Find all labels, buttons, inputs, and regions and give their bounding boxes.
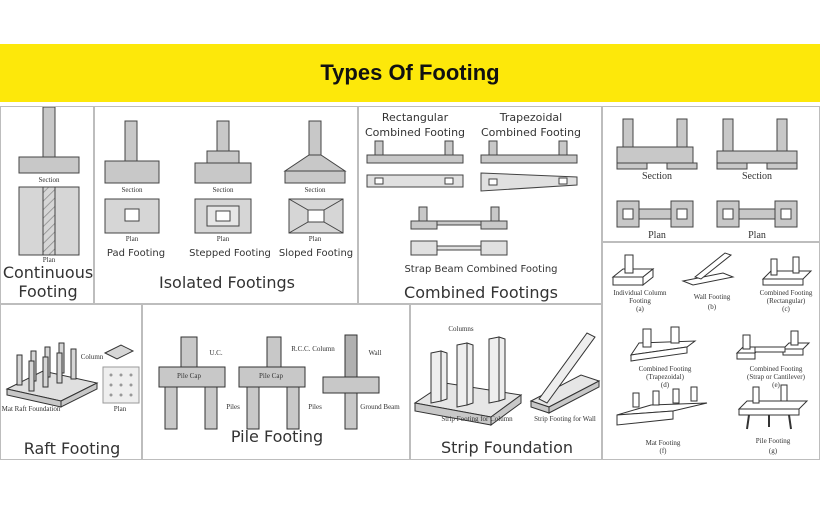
- pile-uc-label: U.C.: [209, 349, 223, 357]
- continuous-caption-line2: Footing: [18, 282, 78, 301]
- type-d-tag: (d): [660, 381, 670, 389]
- raft-footing-panel: Column Mat Raft Foundation Plan Raft Foo…: [0, 304, 142, 460]
- raft-plan-label: Plan: [113, 405, 127, 413]
- type-g-line1: Pile Footing: [755, 437, 791, 445]
- page-title: Types Of Footing: [320, 60, 500, 85]
- footing-types-grid-drawing: [611, 252, 813, 430]
- stepped-footing-name: Stepped Footing: [189, 248, 271, 259]
- footing-types-grid-panel: Individual Column Footing (a) Wall Footi…: [602, 242, 820, 460]
- continuous-caption-line1: Continuous: [2, 263, 94, 282]
- type-a-line1: Individual Column: [613, 289, 667, 297]
- pad-footing-name: Pad Footing: [106, 248, 166, 259]
- pile-footing-drawing: [158, 334, 380, 430]
- cantilever-plan-label-left: Plan: [648, 230, 666, 241]
- raft-footing-drawing: [5, 342, 140, 408]
- continuous-footing-drawing: [18, 107, 80, 256]
- pile-wall-label: Wall: [368, 349, 382, 357]
- continuous-section-label: Section: [38, 176, 60, 184]
- type-c-line2: (Rectangular): [766, 297, 806, 305]
- continuous-plan-label: Plan: [42, 256, 56, 264]
- pile-cap-label-left: Pile Cap: [177, 372, 201, 380]
- rectangular-label-line2: Combined Footing: [364, 126, 466, 139]
- trapezoidal-label-line1: Trapezoidal: [499, 111, 563, 124]
- stepped-section-label: Section: [212, 186, 234, 194]
- type-f-line1: Mat Footing: [645, 439, 681, 447]
- type-e-line1: Combined Footing: [749, 365, 803, 373]
- pile-ground-beam-label: Ground Beam: [360, 403, 400, 411]
- pile-column-label: R.C.C. Column: [291, 345, 335, 353]
- strip-caption: Strip Foundation: [440, 438, 573, 457]
- type-a-line2: Footing: [629, 297, 651, 305]
- trapezoidal-label-line2: Combined Footing: [480, 126, 582, 139]
- cantilever-plan-label-right: Plan: [748, 230, 766, 241]
- raft-caption: Raft Footing: [23, 439, 121, 458]
- cantilever-footing-drawing: [616, 118, 798, 228]
- pile-piles-label-mid: Piles: [308, 403, 322, 411]
- type-d-line2: (Trapezoidal): [646, 373, 684, 381]
- rectangular-label-line1: Rectangular: [381, 111, 449, 124]
- cantilever-footing-panel: Section Section Plan Plan: [602, 106, 820, 242]
- sloped-footing-name: Sloped Footing: [278, 248, 354, 259]
- type-c-tag: (c): [782, 305, 790, 313]
- raft-slab-label: Mat Raft Foundation: [1, 405, 61, 413]
- type-c-line1: Combined Footing: [759, 289, 813, 297]
- type-b-tag: (b): [707, 303, 717, 311]
- cantilever-section-label-right: Section: [742, 171, 772, 182]
- title-banner: Types Of Footing: [0, 44, 820, 102]
- sloped-section-label: Section: [304, 186, 326, 194]
- sloped-plan-label: Plan: [308, 235, 322, 243]
- type-e-tag: (e): [772, 381, 780, 389]
- pad-plan-label: Plan: [125, 235, 139, 243]
- pile-piles-label-left: Piles: [226, 403, 240, 411]
- isolated-footings-panel: Section Section Section Plan Plan Plan P…: [94, 106, 358, 304]
- strip-foundation-drawing: [413, 332, 601, 426]
- raft-column-label: Column: [80, 353, 104, 361]
- continuous-footing-panel: Section Plan Continuous Footing: [0, 106, 94, 304]
- strip-column-footing-label: Strip Footing for Column: [441, 415, 513, 423]
- pad-section-label: Section: [121, 186, 143, 194]
- cantilever-section-label-left: Section: [642, 171, 672, 182]
- strap-beam-label: Strap Beam Combined Footing: [404, 264, 558, 275]
- pile-caption: Pile Footing: [230, 427, 324, 446]
- strip-wall-footing-label: Strip Footing for Wall: [534, 415, 596, 423]
- isolated-footings-drawing: [104, 120, 347, 234]
- pile-cap-label-mid: Pile Cap: [259, 372, 283, 380]
- type-f-tag: (f): [659, 447, 667, 455]
- type-b-line1: Wall Footing: [693, 293, 731, 301]
- stepped-plan-label: Plan: [216, 235, 230, 243]
- combined-footings-drawing: [366, 140, 578, 256]
- combined-caption: Combined Footings: [404, 283, 558, 302]
- type-g-tag: (g): [768, 447, 778, 455]
- pile-footing-panel: U.C. Pile Cap Piles R.C.C. Column Pile C…: [142, 304, 410, 460]
- strip-columns-label: Columns: [448, 325, 474, 333]
- isolated-caption: Isolated Footings: [158, 273, 295, 292]
- type-d-line1: Combined Footing: [638, 365, 692, 373]
- strip-foundation-panel: Columns Strip Footing for Column Strip F…: [410, 304, 602, 460]
- type-e-line2: (Strap or Cantilever): [747, 373, 805, 381]
- combined-footings-panel: Rectangular Combined Footing Trapezoidal…: [358, 106, 602, 304]
- type-a-tag: (a): [636, 305, 644, 313]
